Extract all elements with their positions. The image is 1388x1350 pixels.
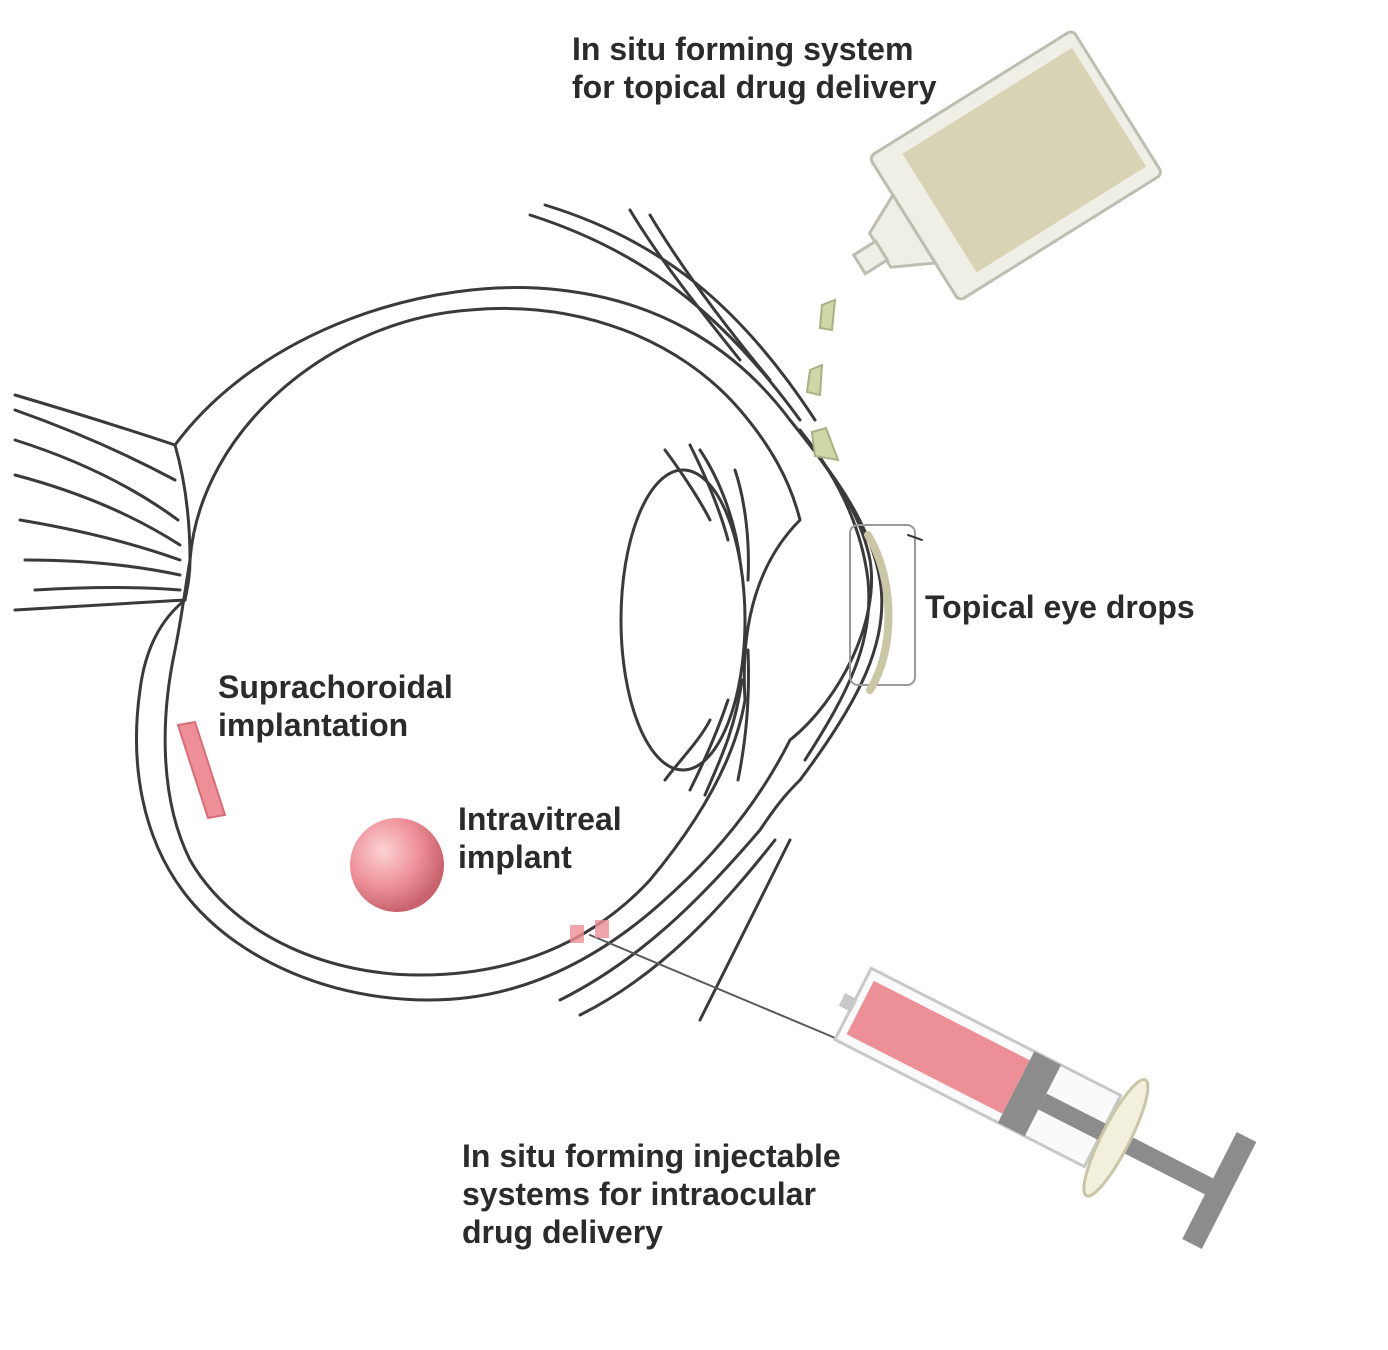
label-line: Intravitreal: [458, 801, 622, 837]
sclera-outline: [135, 286, 873, 1002]
in-situ-topical-label: In situ forming system for topical drug …: [572, 30, 937, 106]
label-line: Suprachoroidal: [218, 669, 453, 705]
label-line: Topical eye drops: [925, 589, 1195, 625]
label-line: In situ forming system: [572, 31, 914, 67]
label-line: for topical drug delivery: [572, 69, 937, 105]
suprachoroidal-implant-icon: [176, 720, 227, 820]
eyelid-icon: [528, 203, 817, 1022]
label-line: drug delivery: [462, 1214, 663, 1250]
needle: [589, 934, 841, 1041]
syringe-icon: [832, 966, 1257, 1249]
lens-icon: [619, 468, 747, 772]
eye-drop-bottle-icon: [851, 30, 1162, 301]
suprachoroidal-label: Suprachoroidal implantation: [218, 668, 453, 744]
intravitreal-implant-icon: [350, 818, 444, 912]
label-line: implantation: [218, 707, 409, 743]
injection-site-icon: [570, 920, 609, 943]
label-line: In situ forming injectable: [462, 1138, 841, 1174]
retina-outline: [163, 306, 802, 977]
iris-icon: [663, 443, 751, 797]
intravitreal-label: Intravitreal implant: [458, 800, 622, 876]
optic-nerve-icon: [13, 393, 187, 612]
label-line: implant: [458, 839, 572, 875]
label-line: systems for intraocular: [462, 1176, 816, 1212]
drop-icon: [805, 298, 840, 462]
topical-eye-drops-label: Topical eye drops: [925, 588, 1195, 626]
target-box: [849, 524, 916, 686]
injectable-label: In situ forming injectable systems for i…: [462, 1137, 841, 1251]
